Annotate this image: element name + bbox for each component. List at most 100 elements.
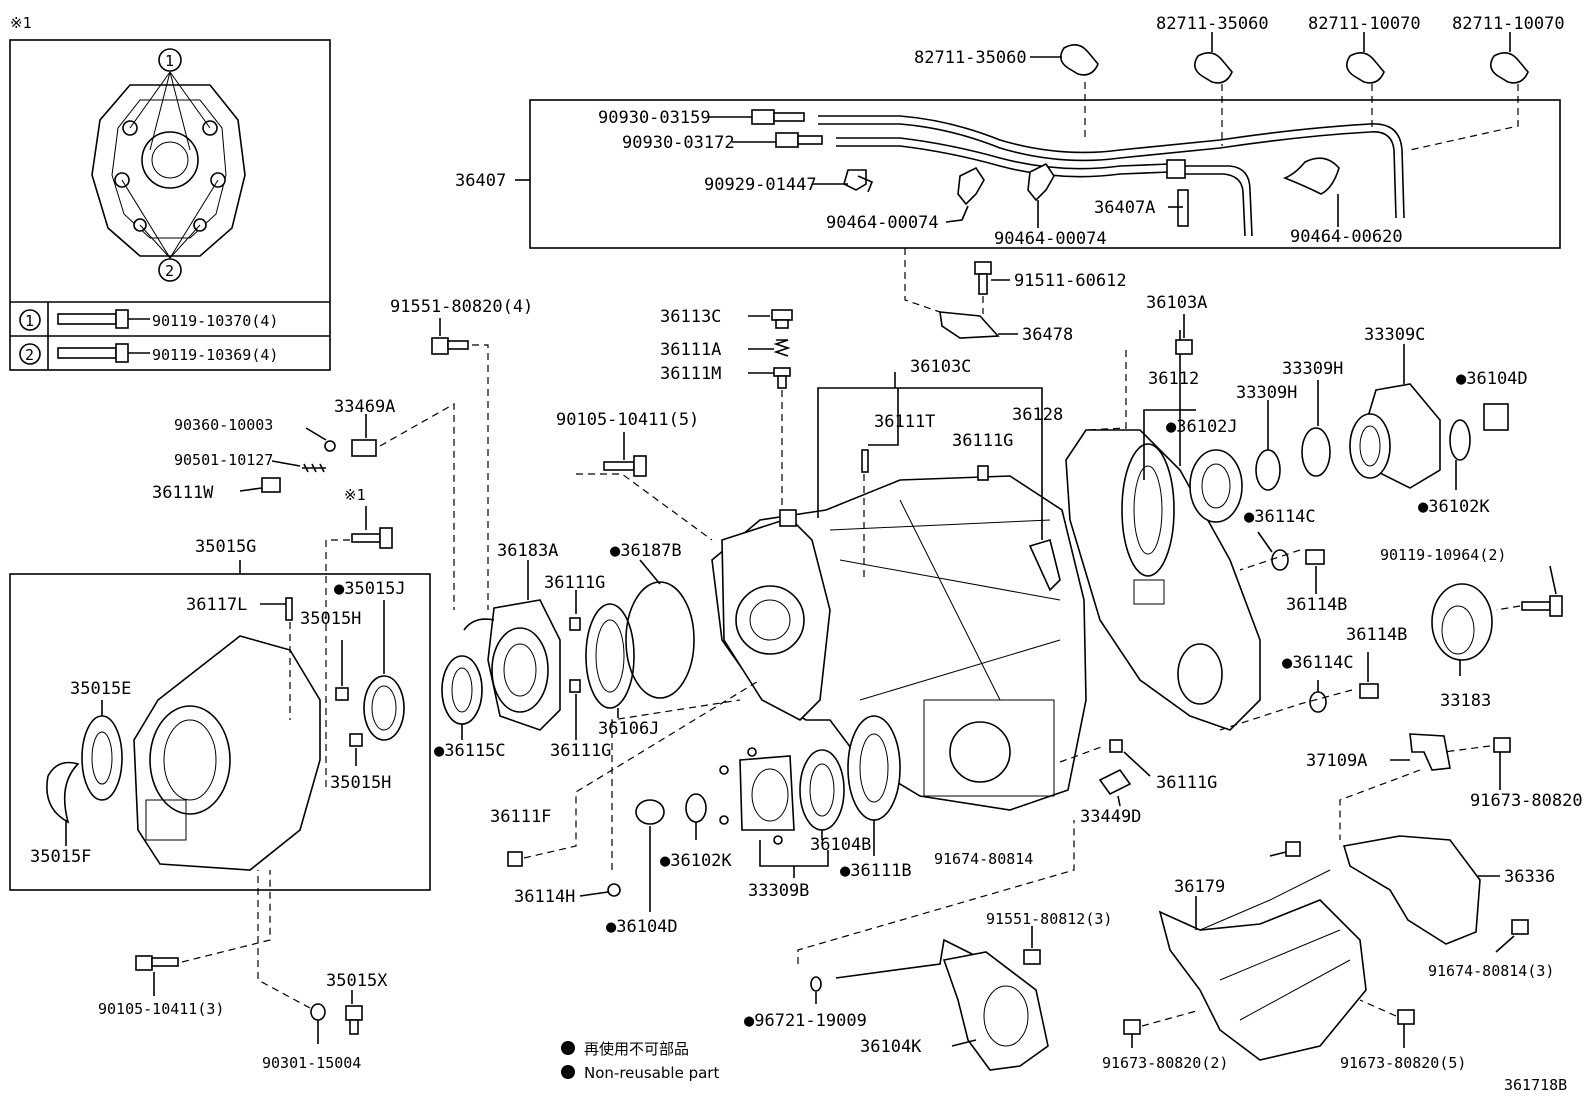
label-36114C-a: ●36114C bbox=[1244, 507, 1316, 527]
legend-jp: 再使用不可部品 bbox=[584, 1040, 689, 1058]
label-96721-19009: ●96721-19009 bbox=[744, 1011, 867, 1031]
label-91511-60612: 91511-60612 bbox=[1014, 271, 1127, 291]
plug-stack: 36113C 36111A 36111M bbox=[660, 307, 793, 510]
label-90464-00074-a: 90464-00074 bbox=[826, 213, 939, 233]
label-90464-00074-b: 90464-00074 bbox=[994, 229, 1107, 249]
label-35015H-b: 35015H bbox=[330, 773, 391, 793]
flange-33309C: 33309C ●36104D ●36102K bbox=[1349, 325, 1528, 517]
label-36114B-b: 36114B bbox=[1346, 625, 1407, 645]
label-90105-10411-5: 90105-10411(5) bbox=[556, 410, 699, 430]
label-35015X: 35015X bbox=[326, 971, 388, 991]
legend: 再使用不可部品 Non-reusable part bbox=[561, 1040, 719, 1082]
label-36111G-c: 36111G bbox=[550, 741, 611, 761]
label-35015H-a: 35015H bbox=[300, 609, 361, 629]
label-91674-80814-a: 91674-80814 bbox=[934, 850, 1033, 868]
bullet-icon bbox=[561, 1041, 575, 1055]
label-36115C: ●36115C bbox=[434, 741, 506, 761]
transfer-case-housing bbox=[711, 475, 1087, 811]
rear-cover-36112: 36103A 36112 ●36102J 33309H 33309H bbox=[1065, 293, 1343, 731]
label-90501-10127: 90501-10127 bbox=[174, 451, 273, 469]
bullet-icon bbox=[561, 1065, 575, 1079]
inset-callout-1: 1 bbox=[165, 52, 174, 70]
label-36117L: 36117L bbox=[186, 595, 247, 615]
label-36106J: 36106J bbox=[598, 719, 659, 739]
label-37109A: 37109A bbox=[1306, 751, 1367, 771]
label-36102K-a: ●36102K bbox=[1418, 497, 1490, 517]
oil-pump-36183A: 36183A ●36187B 36111G ●36115C 36111G 361… bbox=[434, 541, 695, 761]
bolt-90105-5: 90105-10411(5) bbox=[556, 410, 713, 541]
label-36103C: 36103C bbox=[910, 357, 971, 377]
label-36407: 36407 bbox=[455, 171, 506, 191]
label-33449D: 33449D bbox=[1080, 807, 1141, 827]
label-36183A: 36183A bbox=[497, 541, 558, 561]
label-33309H-a: 33309H bbox=[1236, 383, 1297, 403]
label-36104B: 36104B bbox=[810, 835, 871, 855]
label-36111B: ●36111B bbox=[840, 861, 912, 881]
label-33309B: 33309B bbox=[748, 881, 809, 901]
label-35015G: 35015G bbox=[195, 537, 256, 557]
detent-parts: 90360-10003 33469A 90501-10127 36111W bbox=[152, 397, 455, 610]
label-36111A: 36111A bbox=[660, 340, 721, 360]
label-36128: 36128 bbox=[1012, 405, 1063, 425]
label-90930-03172: 90930-03172 bbox=[622, 133, 735, 153]
label-36102K-b: ●36102K bbox=[660, 851, 732, 871]
label-82711-10070-a: 82711-10070 bbox=[1308, 14, 1421, 34]
label-90301-15004: 90301-15004 bbox=[262, 1054, 361, 1072]
label-90360-10003: 90360-10003 bbox=[174, 416, 273, 434]
label-35015J: ●35015J bbox=[334, 579, 406, 599]
label-33309H-b: 33309H bbox=[1282, 359, 1343, 379]
bottom-left-bolts: 90105-10411(3) 35015X 90301-15004 bbox=[98, 870, 388, 1072]
skid-plate-area: 91674-80814 36336 36179 91674-80814(3) 9… bbox=[934, 835, 1555, 1072]
inset-row-1-part: 90119-10370(4) bbox=[152, 312, 278, 330]
label-36113C: 36113C bbox=[660, 307, 721, 327]
label-82711-35060-b: 82711-35060 bbox=[1156, 14, 1269, 34]
label-91673-80820-5: 91673-80820(5) bbox=[1340, 1054, 1466, 1072]
label-33183: 33183 bbox=[1440, 691, 1491, 711]
cover-36104K: 91551-80812(3) ●96721-19009 36104K bbox=[744, 820, 1112, 1071]
inset-callout-2: 2 bbox=[165, 262, 174, 280]
clips-82711: 82711-35060 82711-35060 82711-10070 8271… bbox=[914, 14, 1565, 151]
label-36114B-a: 36114B bbox=[1286, 595, 1347, 615]
group-35015G: 35015G ※1 36117L ●35015J 35015H 35015E 3… bbox=[9, 486, 431, 891]
label-35015E: 35015E bbox=[70, 679, 131, 699]
label-91674-80814-3: 91674-80814(3) bbox=[1428, 962, 1554, 980]
label-36111T: 36111T bbox=[874, 412, 935, 432]
label-36104K: 36104K bbox=[860, 1037, 922, 1057]
label-91673-80820-2: 91673-80820(2) bbox=[1102, 1054, 1228, 1072]
label-36104D-a: ●36104D bbox=[1456, 369, 1528, 389]
label-36111G-a: 36111G bbox=[952, 431, 1013, 451]
lower-center-parts: 36111F 36114H ●36104D ●36102K 36104B ●36… bbox=[490, 679, 1217, 937]
inset-row-2-part: 90119-10369(4) bbox=[152, 346, 278, 364]
label-90105-10411-3: 90105-10411(3) bbox=[98, 1000, 224, 1018]
label-36111M: 36111M bbox=[660, 364, 721, 384]
label-36111G-d: 36111G bbox=[1156, 773, 1217, 793]
label-33469A: 33469A bbox=[334, 397, 395, 417]
label-90930-03159: 90930-03159 bbox=[598, 108, 711, 128]
inset-mark: ※1 bbox=[10, 14, 32, 32]
label-91551-80820-4: 91551-80820(4) bbox=[390, 297, 533, 317]
label-36111G-b: 36111G bbox=[544, 573, 605, 593]
label-36102J: ●36102J bbox=[1166, 417, 1238, 437]
label-36114H: 36114H bbox=[514, 887, 575, 907]
label-90119-10964-2: 90119-10964(2) bbox=[1380, 546, 1506, 564]
label-90464-00620: 90464-00620 bbox=[1290, 227, 1403, 247]
inset-row-1-key: 1 bbox=[25, 312, 34, 330]
inset-row-2-key: 2 bbox=[25, 346, 34, 364]
label-35015F: 35015F bbox=[30, 847, 91, 867]
tube-group-36407: 36407 90930-03159 90930-03172 90929-0144… bbox=[455, 99, 1561, 249]
label-36114C-b: ●36114C bbox=[1282, 653, 1354, 673]
bolt-91551-80820: 91551-80820(4) bbox=[390, 297, 533, 610]
label-36336: 36336 bbox=[1504, 867, 1555, 887]
label-36179: 36179 bbox=[1174, 877, 1225, 897]
label-91551-80812-3: 91551-80812(3) bbox=[986, 910, 1112, 928]
label-91673-80820-a: 91673-80820 bbox=[1470, 791, 1583, 811]
label-36104D-b: ●36104D bbox=[606, 917, 678, 937]
inset-housing-drawing bbox=[91, 71, 246, 259]
label-36478: 36478 bbox=[1022, 325, 1073, 345]
label-82711-10070-b: 82711-10070 bbox=[1452, 14, 1565, 34]
label-36111W: 36111W bbox=[152, 483, 214, 503]
label-33309C: 33309C bbox=[1364, 325, 1425, 345]
cover-33183: 90119-10964(2) 33183 bbox=[1380, 546, 1563, 711]
diagram-id: 361718B bbox=[1504, 1076, 1567, 1094]
